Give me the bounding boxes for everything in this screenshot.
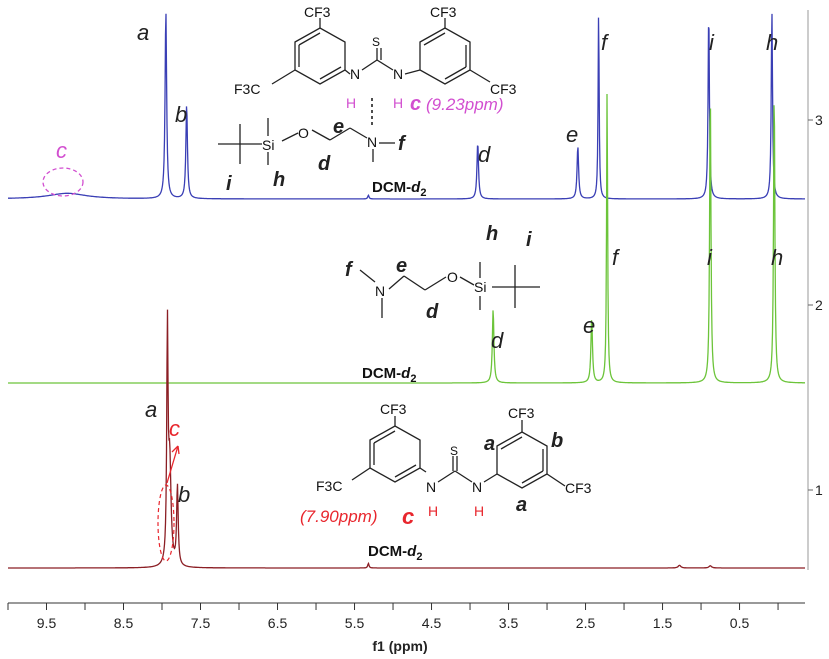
- thiourea-c-shift: (7.90ppm): [300, 507, 377, 526]
- complex-s: S: [372, 35, 380, 49]
- x-tick-label: 0.5: [730, 615, 750, 631]
- complex-amine-n: N: [367, 134, 377, 150]
- complex-label-h: h: [273, 169, 285, 191]
- thiourea-label-b: b: [551, 430, 563, 452]
- amine-si: Si: [474, 279, 486, 295]
- trace-number-3: 3: [815, 112, 823, 128]
- trace1-solvent-label: DCM-d2: [368, 543, 422, 563]
- x-axis-title: f1 (ppm): [372, 638, 427, 654]
- amine-n: N: [375, 283, 385, 299]
- thiourea-f3c-left: F3C: [316, 478, 342, 494]
- trace1-c-arrowhead: [171, 445, 180, 455]
- thiourea-label-a-top: a: [484, 433, 495, 455]
- complex-cf3-left-top: CF3: [304, 4, 331, 20]
- x-tick-label: 1.5: [653, 615, 673, 631]
- x-tick-label: 6.5: [268, 615, 288, 631]
- complex-si: Si: [262, 137, 274, 153]
- trace3-solvent-label: DCM-d2: [372, 179, 426, 199]
- trace2-solvent-label: DCM-d2: [362, 365, 416, 385]
- complex-label-d: d: [318, 153, 331, 175]
- thiourea-structure: CF3 F3C N H S N H CF3 CF3 a b a (7.90ppm…: [300, 401, 592, 529]
- complex-label-e: e: [333, 116, 344, 138]
- thiourea-cf3-right: CF3: [565, 480, 592, 496]
- trace3-peak-label-b: b: [175, 102, 187, 127]
- thiourea-cf3-right-top: CF3: [508, 405, 535, 421]
- complex-cf3-right-top: CF3: [430, 4, 457, 20]
- silyl-amine-structure: f N e d O Si h i: [345, 223, 540, 323]
- thiourea-cf3-left-top: CF3: [380, 401, 407, 417]
- trace-number-1: 1: [815, 482, 823, 498]
- complex-label-c: c: [410, 93, 421, 115]
- trace1-peak-label-a: a: [145, 397, 157, 422]
- trace3-c-highlight-circle: [42, 167, 84, 197]
- trace-number-2: 2: [815, 297, 823, 313]
- amine-label-f: f: [345, 259, 354, 281]
- complex-h-left: H: [346, 95, 356, 111]
- spectrum-traces: [8, 13, 805, 569]
- trace3-peak-label-f: f: [601, 30, 610, 55]
- thiourea-label-a-bottom: a: [516, 494, 527, 516]
- amine-label-d: d: [426, 301, 439, 323]
- trace-3-line: [8, 13, 805, 200]
- thiourea-n-right: N: [472, 479, 482, 495]
- x-tick-label: 2.5: [576, 615, 596, 631]
- trace3-peak-label-d: d: [478, 142, 491, 167]
- trace1-peak-label-b: b: [178, 482, 190, 507]
- trace2-peak-label-i: i: [707, 245, 713, 270]
- x-tick-label: 9.5: [37, 615, 57, 631]
- complex-cf3-right: CF3: [490, 81, 517, 97]
- complex-n-left: N: [350, 66, 360, 82]
- trace2-peak-label-h: h: [771, 245, 783, 270]
- trace2-annotations: d e f i h DCM-d2: [362, 245, 783, 385]
- complex-f3c-left: F3C: [234, 81, 260, 97]
- thiourea-n-left: N: [426, 479, 436, 495]
- x-tick-label: 4.5: [422, 615, 442, 631]
- ppm-axis: 9.5 8.5 7.5 6.5 5.5 4.5 3.5 2.5 1.5 0.5 f1 (ppm): [7, 602, 805, 654]
- complex-label-f: f: [398, 133, 407, 155]
- trace-1-line: [8, 309, 805, 569]
- amine-label-i: i: [526, 229, 532, 251]
- trace1-peak-label-c: c: [169, 416, 180, 441]
- trace1-c-arrow: [166, 445, 179, 484]
- x-tick-label: 3.5: [499, 615, 519, 631]
- trace2-peak-label-e: e: [583, 313, 595, 338]
- trace3-peak-label-h: h: [766, 30, 778, 55]
- thiourea-s: S: [450, 444, 458, 458]
- trace3-peak-label-a: a: [137, 20, 149, 45]
- trace3-peak-label-e: e: [566, 122, 578, 147]
- complex-h-right: H: [393, 95, 403, 111]
- trace3-peak-label-c: c: [56, 138, 67, 163]
- amine-o: O: [447, 269, 458, 285]
- thiourea-right-ring: [496, 431, 548, 489]
- complex-n-right: N: [393, 66, 403, 82]
- complex-o: O: [298, 125, 309, 141]
- complex-left-ring: [294, 27, 346, 85]
- complex-label-i: i: [226, 173, 232, 195]
- trace3-annotations: a b c d e f i h DCM-d2: [42, 20, 778, 199]
- complex-c-shift: (9.23ppm): [426, 95, 503, 114]
- thiourea-left-ring: [369, 425, 421, 483]
- x-axis-ticks: 9.5 8.5 7.5 6.5 5.5 4.5 3.5 2.5 1.5 0.5: [7, 603, 779, 631]
- trace-number-axis: 3 2 1: [807, 10, 823, 570]
- trace2-peak-label-f: f: [612, 245, 621, 270]
- trace2-peak-label-d: d: [491, 328, 504, 353]
- trace1-annotations: a c b DCM-d2: [145, 397, 422, 563]
- thiourea-label-c: c: [402, 504, 414, 529]
- trace1-c-highlight-ellipse: [157, 484, 175, 562]
- complex-right-ring: [419, 27, 471, 85]
- amine-label-e: e: [396, 255, 407, 277]
- complex-structure: CF3 F3C N H S N H CF3 CF3 c (9.23ppm) N …: [218, 4, 517, 195]
- x-tick-label: 7.5: [191, 615, 211, 631]
- thiourea-h-left: H: [428, 503, 438, 519]
- trace-2-line: [8, 93, 805, 384]
- trace3-peak-label-i: i: [709, 30, 715, 55]
- x-tick-label: 8.5: [114, 615, 134, 631]
- thiourea-h-right: H: [474, 503, 484, 519]
- amine-label-h: h: [486, 223, 498, 245]
- x-tick-label: 5.5: [345, 615, 365, 631]
